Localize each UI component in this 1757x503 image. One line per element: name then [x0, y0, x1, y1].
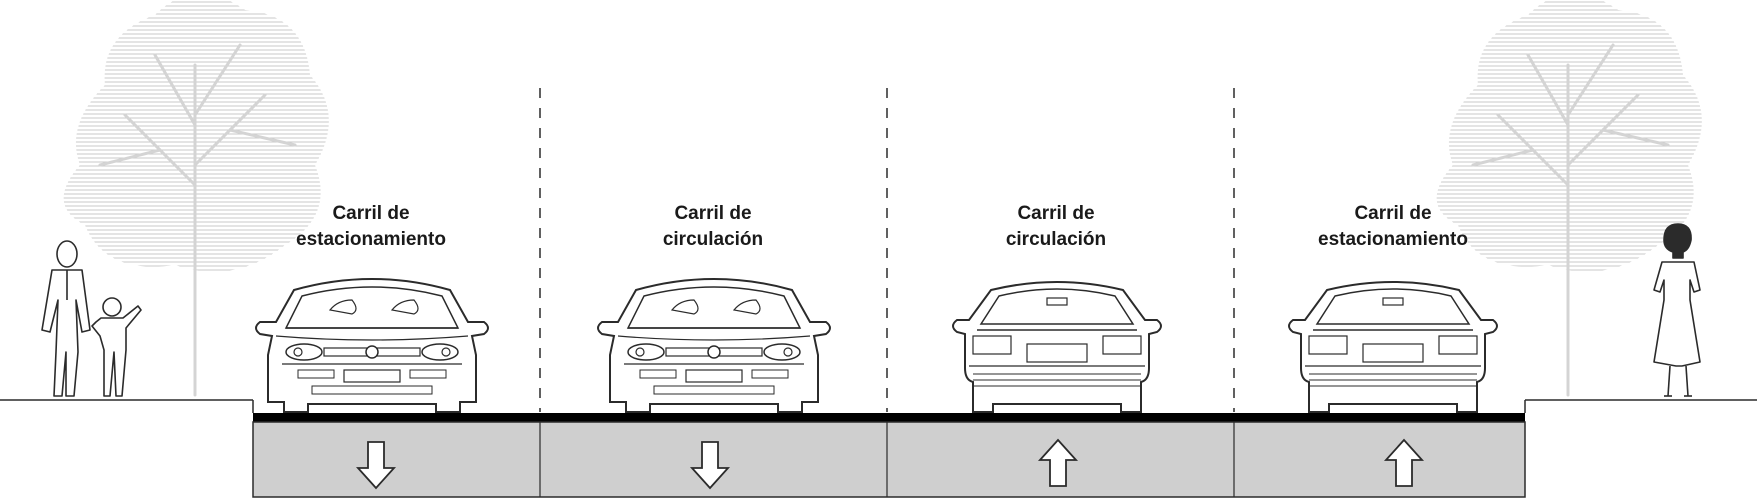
- asphalt-layer: [253, 413, 1525, 422]
- car-front-icon: [597, 278, 831, 413]
- pedestrian-child-icon: [91, 297, 142, 397]
- lane-label-traffic-right: Carril de circulación: [926, 201, 1186, 253]
- lane-label-parking-right: Carril de estacionamiento: [1263, 201, 1523, 253]
- left-sidewalk: [0, 399, 254, 413]
- car-front-icon: [255, 278, 489, 413]
- pedestrian-woman-icon: [1653, 223, 1701, 397]
- car-rear-icon: [952, 281, 1162, 413]
- pedestrian-adult-icon: [41, 240, 91, 397]
- lane-label-parking-left: Carril de estacionamiento: [241, 201, 501, 253]
- lane-label-line2: estacionamiento: [1318, 229, 1468, 250]
- car-rear-icon: [1288, 281, 1498, 413]
- lane-label-line1: Carril de: [1017, 203, 1095, 224]
- lane-label-line1: Carril de: [674, 203, 752, 224]
- lane-label-traffic-left: Carril de circulación: [583, 201, 843, 253]
- lane-label-line2: circulación: [662, 229, 764, 250]
- lane-label-line2: circulación: [1005, 229, 1107, 250]
- right-sidewalk: [1524, 399, 1757, 413]
- lane-label-line2: estacionamiento: [296, 229, 446, 250]
- lane-label-line1: Carril de: [332, 203, 410, 224]
- road-base: [252, 421, 1526, 498]
- lane-label-line1: Carril de: [1354, 203, 1432, 224]
